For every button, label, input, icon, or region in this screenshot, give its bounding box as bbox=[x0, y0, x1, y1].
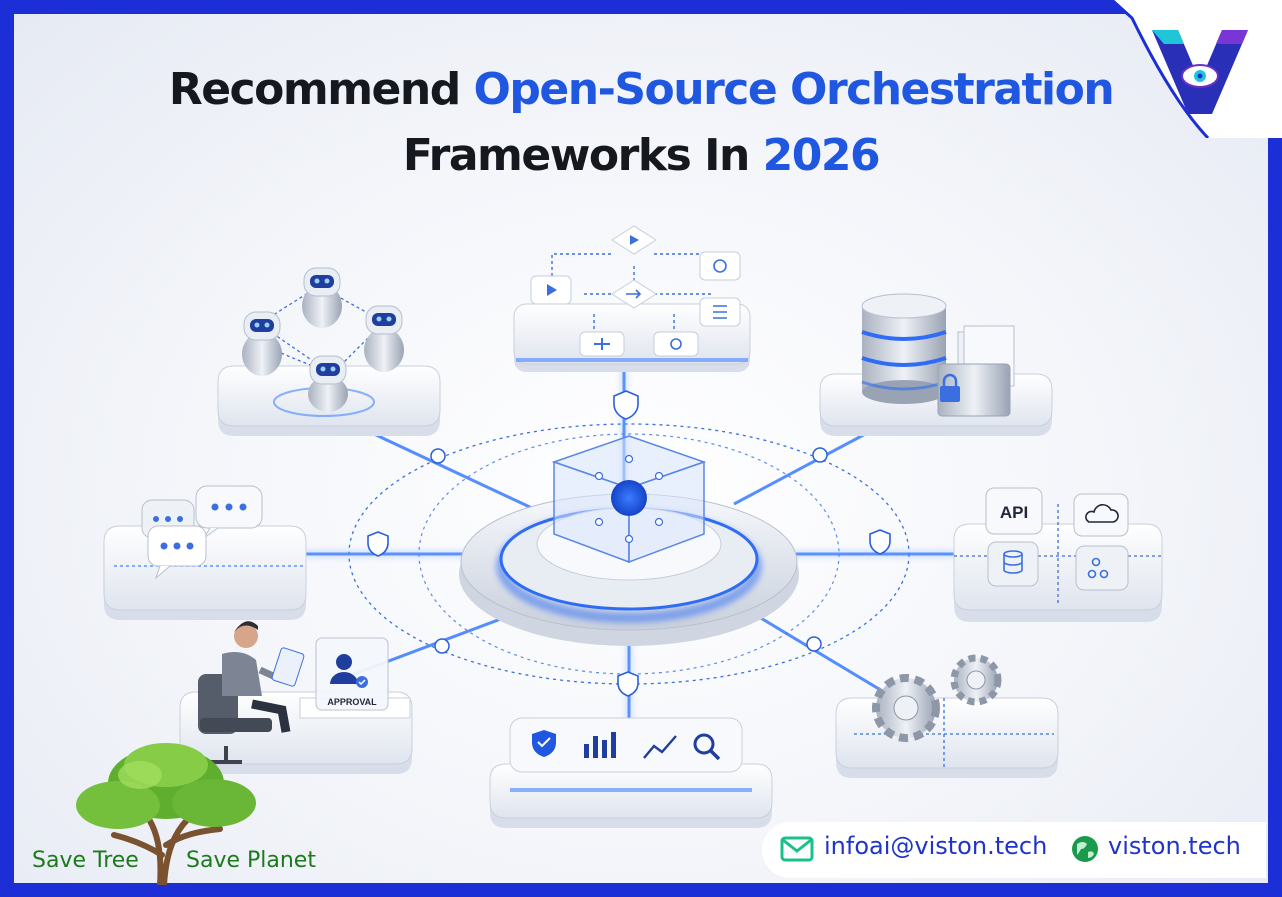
core-cube bbox=[551, 435, 707, 564]
shield-icon bbox=[617, 671, 639, 697]
approval-label: APPROVAL bbox=[327, 697, 377, 707]
gear-icon bbox=[950, 654, 1002, 706]
robot-icon bbox=[308, 355, 348, 412]
database-icon bbox=[861, 293, 947, 404]
robot-icon bbox=[364, 305, 404, 372]
shield-icon bbox=[367, 531, 389, 557]
cloud-icon bbox=[1073, 493, 1129, 537]
gear-icon bbox=[872, 674, 940, 742]
title-highlight: 2026 bbox=[762, 130, 881, 181]
api-icon bbox=[985, 487, 1043, 535]
connector-nodes bbox=[430, 447, 828, 654]
title-prefix: Frameworks In bbox=[402, 130, 763, 181]
refresh-icon bbox=[699, 251, 741, 281]
person-icon bbox=[198, 621, 305, 764]
website-link[interactable]: viston.tech bbox=[1108, 832, 1241, 860]
file-stack bbox=[937, 325, 1015, 417]
globe-icon bbox=[1072, 836, 1098, 862]
database-icon bbox=[987, 541, 1039, 587]
title-highlight: Open-Source Orchestration bbox=[473, 64, 1115, 115]
shield-badges bbox=[367, 390, 891, 697]
mail-icon bbox=[780, 836, 814, 862]
contact-strip bbox=[762, 822, 1266, 878]
shield-icon bbox=[869, 529, 891, 555]
central-hub bbox=[459, 435, 799, 646]
line-chart-icon bbox=[643, 735, 677, 759]
core-sphere bbox=[611, 480, 647, 516]
slogan-save-tree: Save Tree bbox=[32, 848, 139, 873]
page-title-line1: Recommend Open-Source Orchestration bbox=[0, 64, 1282, 115]
canvas: API bbox=[14, 14, 1268, 883]
node-approval: APPROVAL bbox=[179, 621, 413, 774]
node-integrations: API bbox=[953, 487, 1164, 622]
refresh-icon bbox=[653, 331, 699, 357]
shield-icon bbox=[613, 390, 639, 420]
chat-icon bbox=[147, 525, 207, 580]
robot-icon bbox=[302, 267, 342, 328]
email-link[interactable]: infoai@viston.tech bbox=[824, 832, 1048, 860]
tree-icon bbox=[76, 743, 256, 885]
workflow-icon bbox=[1075, 545, 1129, 591]
core-nodes bbox=[594, 454, 664, 544]
node-agents bbox=[217, 267, 441, 436]
page-title-line2: Frameworks In 2026 bbox=[0, 130, 1282, 181]
api-label: API bbox=[1000, 503, 1028, 522]
node-data-store bbox=[819, 293, 1053, 436]
logo-icon bbox=[1112, 0, 1282, 138]
node-monitoring bbox=[489, 717, 773, 828]
node-chat bbox=[103, 485, 307, 620]
lock-icon bbox=[940, 373, 960, 402]
node-automation bbox=[835, 654, 1059, 778]
slogan-save-planet: Save Planet bbox=[186, 848, 316, 873]
approval-icon: APPROVAL bbox=[315, 637, 389, 711]
bar-chart-icon bbox=[584, 732, 616, 758]
search-icon bbox=[693, 733, 721, 761]
robot-icon bbox=[242, 311, 282, 376]
title-prefix: Recommend bbox=[168, 64, 474, 115]
orchestration-diagram: API bbox=[103, 225, 1164, 828]
node-workflow bbox=[513, 225, 751, 372]
